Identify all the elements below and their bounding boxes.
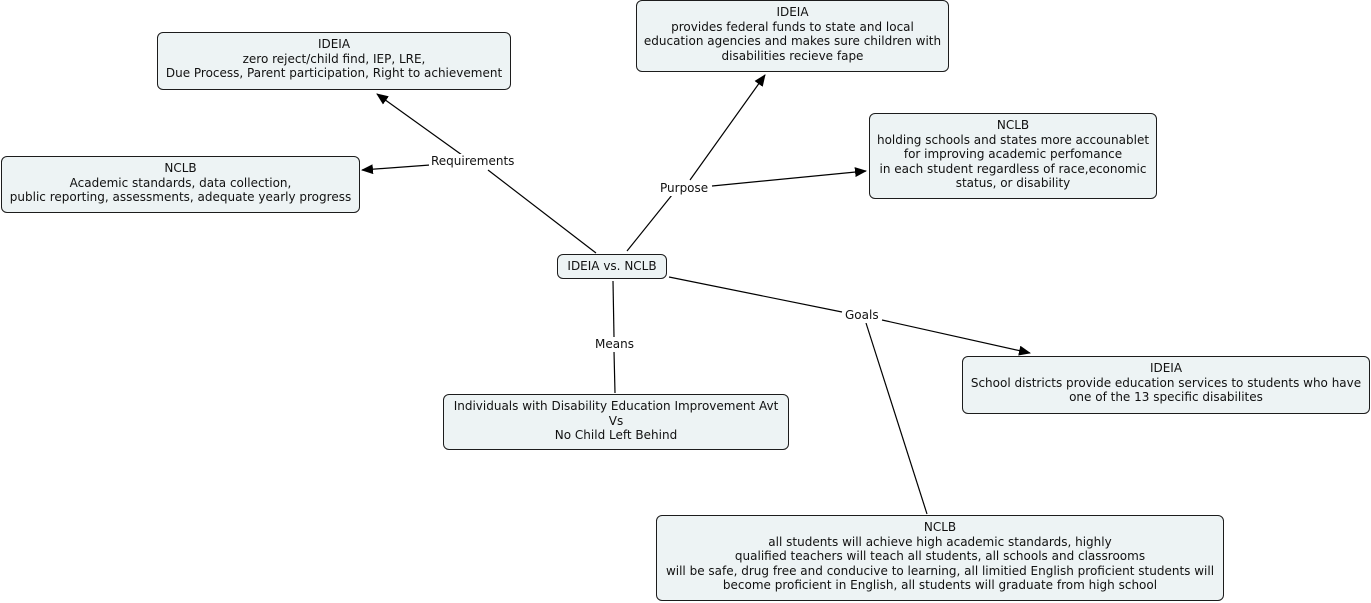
node-text-line: Vs — [608, 413, 624, 428]
node-heading: NCLB — [923, 520, 957, 534]
center-node[interactable]: IDEIA vs. NCLB — [557, 254, 667, 279]
node-heading: IDEIA — [317, 37, 351, 51]
link-label-goals: Goals — [843, 308, 881, 323]
node-heading: NCLB — [996, 118, 1030, 132]
node-text-line: zero reject/child find, IEP, LRE, — [242, 51, 426, 66]
center-node-text: IDEIA vs. NCLB — [567, 259, 657, 273]
node-text-line: all students will achieve high academic … — [768, 534, 1112, 549]
node-heading: IDEIA — [1149, 361, 1183, 375]
center-to-goals-line — [668, 276, 843, 313]
node-text-line: public reporting, assessments, adequate … — [9, 190, 352, 205]
node-text-line: will be safe, drug free and conducive to… — [665, 563, 1215, 578]
means-to-node-line — [613, 350, 616, 394]
node-text-line: Academic standards, data collection, — [69, 175, 292, 190]
center-to-purpose-line — [626, 189, 677, 252]
purpose-nclb-node[interactable]: NCLB holding schools and states more acc… — [869, 113, 1157, 199]
requirements-nclb-node[interactable]: NCLB Academic standards, data collection… — [1, 156, 360, 213]
node-text-line: provides federal funds to state and loca… — [671, 19, 914, 34]
goals-ideia-node[interactable]: IDEIA School districts provide education… — [962, 356, 1370, 414]
center-to-means-line — [612, 280, 615, 338]
purpose-ideia-node[interactable]: IDEIA provides federal funds to state an… — [636, 0, 949, 72]
node-text-line: disabilities recieve fape — [721, 48, 864, 63]
goals-nclb-node[interactable]: NCLB all students will achieve high acad… — [656, 515, 1224, 601]
link-label-means: Means — [593, 337, 636, 352]
center-to-requirements-line — [487, 169, 597, 254]
node-heading: NCLB — [164, 161, 197, 175]
goals-to-ideia-arrow — [881, 319, 1031, 356]
requirements-ideia-node[interactable]: IDEIA zero reject/child find, IEP, LRE, … — [157, 32, 511, 90]
node-text-line: No Child Left Behind — [554, 428, 678, 443]
node-text-line: for improving academic perfomance — [903, 147, 1123, 162]
link-label-purpose: Purpose — [658, 181, 711, 196]
node-text-line: education agencies and makes sure childr… — [643, 34, 942, 49]
node-text-line: Individuals with Disability Education Im… — [453, 399, 779, 413]
node-text-line: holding schools and states more accounab… — [876, 132, 1150, 147]
requirements-to-ideia-arrow — [376, 93, 463, 156]
purpose-to-ideia-arrow — [689, 74, 766, 181]
node-text-line: become proficient in English, all studen… — [722, 578, 1158, 593]
node-text-line: qualified teachers will teach all studen… — [734, 549, 1146, 564]
node-text-line: Due Process, Parent participation, Right… — [165, 66, 503, 81]
purpose-to-nclb-arrow — [711, 167, 867, 187]
node-text-line: one of the 13 specific disabilites — [1069, 390, 1263, 405]
requirements-to-nclb-arrow — [361, 164, 431, 175]
node-text-line: status, or disability — [955, 176, 1071, 191]
goals-to-nclb-line — [865, 322, 928, 515]
node-text-line: in each student regardless of race,econo… — [879, 161, 1147, 176]
means-node[interactable]: Individuals with Disability Education Im… — [443, 394, 789, 450]
node-heading: IDEIA — [776, 5, 809, 19]
node-text-line: School districts provide education servi… — [970, 375, 1362, 390]
link-label-requirements: Requirements — [429, 154, 517, 169]
